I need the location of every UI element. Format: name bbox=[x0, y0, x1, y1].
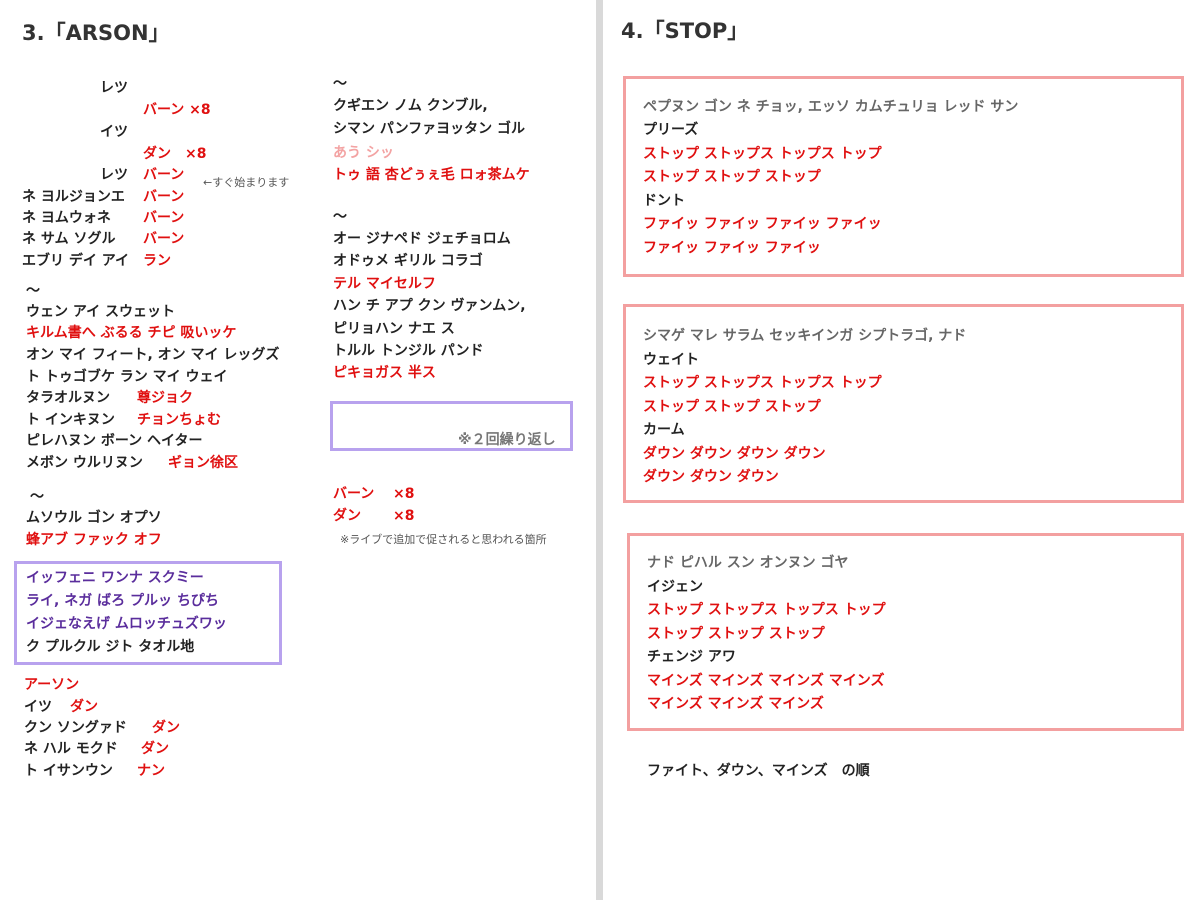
lyric-line-b: ダン bbox=[70, 699, 98, 715]
lyric-line: ペプヌン ゴン ネ チョッ, エッソ カムチュリョ レッド サン bbox=[643, 99, 1019, 115]
lyric-line: ファイッ ファイッ ファイッ ファイッ bbox=[643, 216, 882, 232]
lyric-line: ストップ ストップス トップス トップ bbox=[643, 375, 882, 391]
lyric-line: ～ bbox=[30, 489, 44, 505]
lyric-line: レツ bbox=[100, 80, 128, 96]
lyric-line: イジェなえげ ムロッチュズワッ bbox=[26, 616, 227, 632]
lyric-line-a: ネ ヨムウォネ bbox=[22, 210, 111, 226]
lyric-line: 蜂アブ ファック オフ bbox=[26, 532, 162, 548]
lyric-line: テル マイセルフ bbox=[333, 276, 436, 292]
chorus-box-1 bbox=[623, 76, 1184, 277]
lyric-line: ムソウル ゴン オプソ bbox=[26, 510, 162, 526]
lyric-line: ～ bbox=[333, 209, 347, 225]
lyric-line: チェンジ アワ bbox=[647, 649, 736, 665]
extra-note: ※ライブで追加で促されると思われる箇所 bbox=[340, 533, 547, 546]
lyric-line: ピレハヌン ボーン ヘイター bbox=[26, 433, 203, 449]
song-title-arson: 3.「ARSON」 bbox=[22, 21, 170, 45]
lyric-line: オドゥメ ギリル コラゴ bbox=[333, 253, 483, 269]
lyric-line: ウェン アイ スウェット bbox=[26, 304, 176, 320]
lyric-line: マインズ マインズ マインズ bbox=[647, 696, 824, 712]
lyric-line-a: ト インキヌン bbox=[26, 412, 115, 428]
lyric-line: カーム bbox=[643, 422, 685, 438]
lyric-line: クギエン ノム クンブル, bbox=[333, 98, 488, 114]
repeat-note: ※２回繰り返し bbox=[458, 432, 556, 448]
lyric-line: トルル トンジル パンド bbox=[333, 343, 484, 359]
lyric-line-a: イツ bbox=[24, 699, 52, 715]
lyric-line: オン マイ フィート, オン マイ レッグズ bbox=[26, 347, 280, 363]
lyric-line: イッフェニ ワンナ スクミー bbox=[26, 570, 204, 586]
lyric-line: ストップ ストップ ストップ bbox=[643, 169, 821, 185]
lyric-line-b: バーン bbox=[143, 167, 185, 183]
chorus-box-3 bbox=[627, 533, 1184, 731]
lyric-line: あう シッ bbox=[333, 145, 394, 161]
lyric-line: イツ bbox=[100, 124, 128, 140]
lyric-line: ナド ピハル スン オンヌン ゴヤ bbox=[647, 555, 849, 571]
lyric-line-b: バーン bbox=[143, 189, 185, 205]
lyric-line: シマン パンファヨッタン ゴル bbox=[333, 121, 526, 137]
lyric-line: ダン ×8 bbox=[143, 146, 207, 162]
lyric-line: バーン ×8 bbox=[143, 102, 211, 118]
lyric-line: マインズ マインズ マインズ マインズ bbox=[647, 673, 885, 689]
lyric-line: ウェイト bbox=[643, 352, 699, 368]
lyric-line-b: ギョン徐区 bbox=[168, 455, 238, 471]
lyric-line: ダウン ダウン ダウン ダウン bbox=[643, 446, 826, 462]
lyric-line-b: 尊ジョク bbox=[137, 390, 193, 406]
lyric-line: ストップ ストップ ストップ bbox=[643, 399, 821, 415]
lyric-line-b: ラン bbox=[143, 253, 171, 269]
lyric-line: トゥ 語 杏どぅぇ毛 ロォ茶ムケ bbox=[333, 167, 530, 183]
lyric-line-b: バーン bbox=[143, 231, 185, 247]
lyric-line-a: エブリ デイ アイ bbox=[22, 253, 130, 269]
extra-line-b: ×8 bbox=[393, 508, 415, 524]
column-divider bbox=[596, 0, 603, 900]
lyric-line-b: バーン bbox=[143, 210, 185, 226]
lyric-line: ト トゥゴブケ ラン マイ ウェイ bbox=[26, 369, 228, 385]
lyric-line: ～ bbox=[333, 76, 347, 92]
order-note: ファイト、ダウン、マインズ の順 bbox=[647, 763, 870, 779]
lyric-line: ～ bbox=[26, 283, 40, 299]
lyric-line: アーソン bbox=[24, 677, 80, 693]
lyric-line: ストップ ストップ ストップ bbox=[647, 626, 825, 642]
lyric-line: ピキョガス 半ス bbox=[333, 365, 436, 381]
highlight-box-purple bbox=[14, 561, 282, 665]
lyric-line: イジェン bbox=[647, 579, 703, 595]
lyric-line-a: ネ ヨルジョンエ bbox=[22, 189, 125, 205]
lyric-line-b: ダン bbox=[141, 741, 169, 757]
lyric-line: ダウン ダウン ダウン bbox=[643, 469, 779, 485]
lyric-line: ハン チ アプ クン ヴァンムン, bbox=[333, 298, 526, 314]
lyric-line: ファイッ ファイッ ファイッ bbox=[643, 240, 821, 256]
lyric-line: シマゲ マレ サラム セッキインガ シプトラゴ, ナド bbox=[643, 328, 967, 344]
lyric-line-a: ネ ハル モクド bbox=[24, 741, 118, 757]
extra-line-a: ダン bbox=[333, 508, 361, 524]
lyric-line-a: レツ bbox=[100, 167, 128, 183]
extra-line-a: バーン bbox=[333, 486, 375, 502]
repeat-box bbox=[330, 401, 573, 451]
lyric-line: キルム書へ ぶるる チピ 吸いッケ bbox=[26, 325, 237, 341]
lyric-line: オー ジナペド ジェチョロム bbox=[333, 231, 511, 247]
start-note: ←すぐ始まります bbox=[203, 176, 290, 189]
lyric-line-b: チョンちょむ bbox=[137, 412, 221, 428]
lyric-line: ドント bbox=[643, 193, 685, 209]
extra-line-b: ×8 bbox=[393, 486, 415, 502]
lyric-line-b: ナン bbox=[137, 763, 165, 779]
lyric-line: プリーズ bbox=[643, 122, 699, 138]
lyric-line-a: タラオルヌン bbox=[26, 390, 110, 406]
chorus-box-2 bbox=[623, 304, 1184, 503]
lyric-line-a: ト イサンウン bbox=[24, 763, 113, 779]
lyric-line: ストップ ストップス トップス トップ bbox=[643, 146, 882, 162]
lyric-line-a: クン ソングァド bbox=[24, 720, 127, 736]
lyric-line-a: ネ サム ソグル bbox=[22, 231, 116, 247]
lyric-line: ピリョハン ナエ ス bbox=[333, 321, 455, 337]
lyric-line: ストップ ストップス トップス トップ bbox=[647, 602, 886, 618]
song-title-stop: 4.「STOP」 bbox=[621, 19, 749, 43]
lyric-line: ク プルクル ジト タオル地 bbox=[26, 639, 195, 655]
lyric-line-a: メボン ウルリヌン bbox=[26, 455, 143, 471]
lyric-line: ライ, ネガ ばろ プルッ ちぴち bbox=[26, 593, 219, 609]
lyric-line-b: ダン bbox=[152, 720, 180, 736]
